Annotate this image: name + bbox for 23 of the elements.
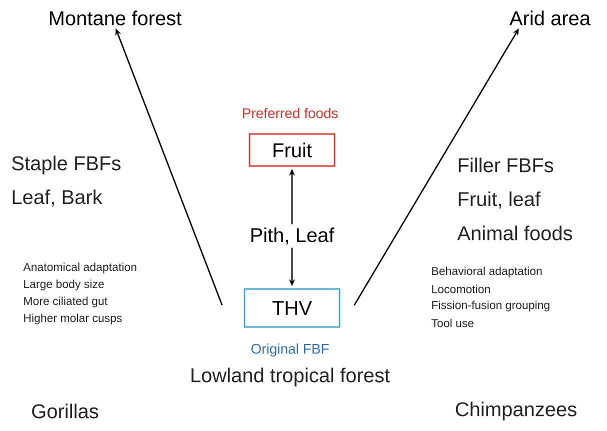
habitat-label: Arid area [509,10,591,26]
text-label: Fruit, leaf [458,191,541,209]
list-item: Higher molar cusps [24,314,122,324]
list-item: Behavioral adaptation [432,266,542,278]
food-box: Fruit [248,133,336,167]
list-item: Anatomical adaptation [23,262,136,274]
list-item: Fission-fusion grouping [432,300,550,312]
list-item: More ciliated gut [24,296,108,308]
text-label: Lowland tropical forest [192,368,390,386]
list-item: Locomotion [432,284,490,294]
habitat-label: Montane forest [50,10,182,26]
food-box: THV [244,288,340,328]
node-label: Original FBF [251,343,329,357]
text-label: Leaf, Bark [12,189,102,207]
list-item: Large body size [24,280,104,290]
text-label: Chimpanzees [456,402,576,420]
food-label: Pith, Leaf [251,227,334,245]
node-label: Preferred foods [242,108,338,118]
text-label: Filler FBFs [458,158,554,172]
text-label: Gorillas [32,404,98,418]
list-item: Tool use [431,318,474,328]
text-label: Staple FBFs [12,156,120,174]
text-label: Animal foods [457,226,572,240]
